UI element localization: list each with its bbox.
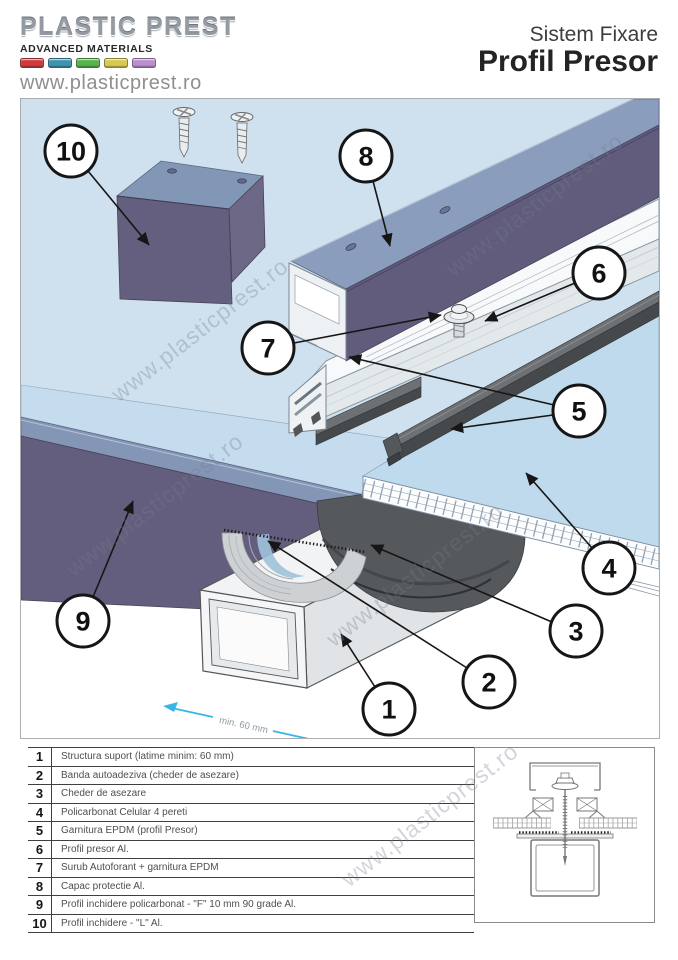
callout-9: 9 xyxy=(55,500,134,649)
legend-row: 8 Capac protectie Al. xyxy=(28,877,474,896)
legend-text: Cheder de asezare xyxy=(61,788,147,800)
callout-4: 4 xyxy=(525,472,637,596)
legend-text: Profil inchidere - "L" Al. xyxy=(61,917,163,929)
legend-num: 4 xyxy=(28,803,52,821)
svg-text:9: 9 xyxy=(75,606,90,636)
legend-num: 8 xyxy=(28,877,52,895)
section-sheets xyxy=(493,817,637,829)
legend-num: 1 xyxy=(28,748,52,766)
logo-block: PLASTIC PREST ADVANCED MATERIALS www.pla… xyxy=(20,13,237,95)
section-pressure-blocks xyxy=(523,797,607,819)
callout-8: 8 xyxy=(338,128,394,247)
exploded-view-figure: min. 60 mm 10 8 6 7 5 xyxy=(20,98,661,751)
color-chip-red xyxy=(20,58,44,68)
svg-text:5: 5 xyxy=(571,396,586,426)
brand-color-chips xyxy=(20,58,237,68)
website-url: www.plasticprest.ro xyxy=(20,72,202,94)
legend-row: 2 Banda autoadeziva (cheder de asezare) xyxy=(28,766,474,785)
exploded-view-svg: min. 60 mm 10 8 6 7 5 xyxy=(20,98,661,751)
svg-text:1: 1 xyxy=(381,694,396,724)
svg-text:3: 3 xyxy=(568,616,583,646)
legend-text: Capac protectie Al. xyxy=(61,880,145,892)
legend-num: 9 xyxy=(28,896,52,914)
color-chip-green xyxy=(76,58,100,68)
legend-row: 7 Surub Autoforant + garnitura EPDM xyxy=(28,859,474,878)
legend-row: 3 Cheder de asezare xyxy=(28,785,474,804)
legend-num: 2 xyxy=(28,766,52,784)
color-chip-yellow xyxy=(104,58,128,68)
legend-text: Banda autoadeziva (cheder de asezare) xyxy=(61,769,239,781)
color-chip-teal xyxy=(48,58,72,68)
page-title: Profil Presor xyxy=(477,45,658,79)
legend-text: Surub Autoforant + garnitura EPDM xyxy=(61,862,219,874)
legend-row: 6 Profil presor Al. xyxy=(28,840,474,859)
color-chip-purple xyxy=(132,58,156,68)
legend-num: 6 xyxy=(28,840,52,858)
cross-section-diagram xyxy=(493,762,637,897)
callout-7: 7 xyxy=(240,311,442,376)
legend-row: 4 Policarbonat Celular 4 pereti xyxy=(28,803,474,822)
svg-text:4: 4 xyxy=(601,553,616,583)
legend-text: Profil presor Al. xyxy=(61,843,129,855)
section-screw xyxy=(551,772,579,866)
screw-washer xyxy=(443,304,475,338)
legend-text: Policarbonat Celular 4 pereti xyxy=(61,806,188,818)
legend-text: Structura suport (latime minim: 60 mm) xyxy=(61,751,234,763)
l-closure-bracket xyxy=(115,160,266,305)
svg-text:6: 6 xyxy=(591,258,606,288)
svg-text:10: 10 xyxy=(56,136,86,166)
brand-logo: PLASTIC PREST xyxy=(20,13,237,41)
mounting-screws xyxy=(172,107,254,164)
title-block: Sistem Fixare Profil Presor xyxy=(477,23,658,79)
cross-section-box xyxy=(474,747,655,923)
callout-6: 6 xyxy=(484,245,627,322)
legend-text: Garnitura EPDM (profil Presor) xyxy=(61,825,198,837)
svg-text:8: 8 xyxy=(358,141,373,171)
legend-row: 9 Profil inchidere policarbonat - "F" 10… xyxy=(28,896,474,915)
callout-3: 3 xyxy=(370,544,604,659)
legend-num: 5 xyxy=(28,822,52,840)
legend-num: 3 xyxy=(28,785,52,803)
page-subtitle: Sistem Fixare xyxy=(529,23,658,46)
svg-text:7: 7 xyxy=(260,333,275,363)
legend-row: 10 Profil inchidere - "L" Al. xyxy=(28,914,474,933)
brand-tagline: ADVANCED MATERIALS xyxy=(20,43,153,55)
svg-text:2: 2 xyxy=(481,667,496,697)
legend-row: 1 Structura suport (latime minim: 60 mm) xyxy=(28,748,474,767)
callout-10: 10 xyxy=(43,123,150,246)
legend-table: 1 Structura suport (latime minim: 60 mm)… xyxy=(28,747,474,933)
callout-1: 1 xyxy=(340,633,417,737)
legend-num: 10 xyxy=(28,914,52,932)
legend-num: 7 xyxy=(28,859,52,877)
callout-5: 5 xyxy=(348,354,607,439)
legend-row: 5 Garnitura EPDM (profil Presor) xyxy=(28,822,474,841)
legend-text: Profil inchidere policarbonat - "F" 10 m… xyxy=(61,899,296,911)
callout-2: 2 xyxy=(267,540,517,710)
